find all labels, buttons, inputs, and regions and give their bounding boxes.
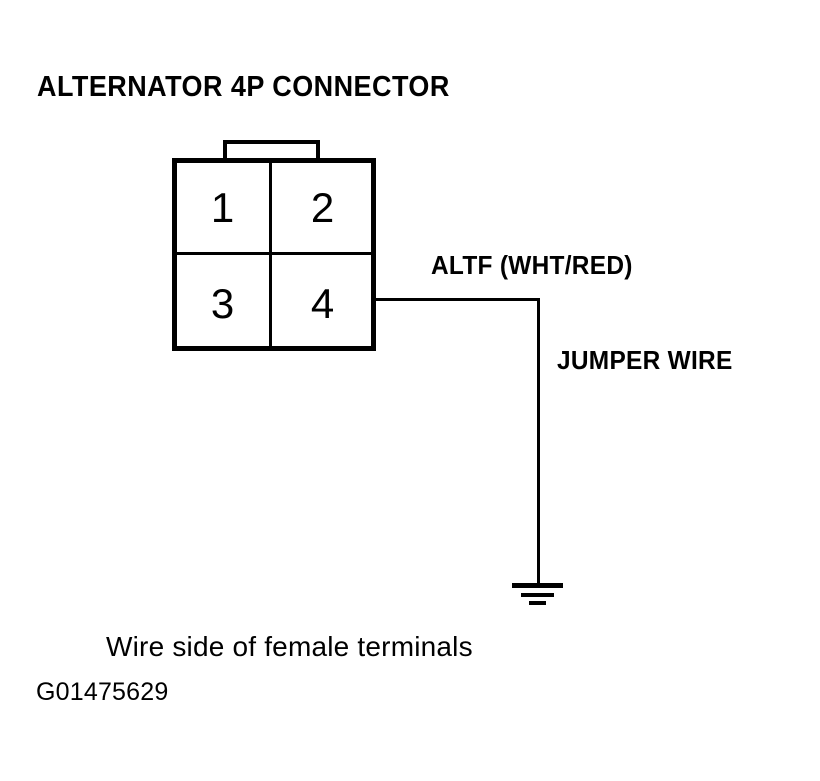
- wire-label-jumper: JUMPER WIRE: [557, 345, 733, 375]
- connector-pin-3: 3: [210, 279, 235, 327]
- view-note-caption: Wire side of female terminals: [106, 631, 473, 662]
- alternator-4p-connector: 1 2 3 4: [172, 140, 376, 351]
- wire-label-altf: ALTF (WHT/RED): [431, 250, 633, 280]
- connector-pin-2: 2: [310, 183, 335, 231]
- page-title: ALTERNATOR 4P CONNECTOR: [37, 71, 450, 103]
- ground-icon-bar-middle: [521, 593, 554, 597]
- connector-pin-1: 1: [210, 183, 235, 231]
- wire-segment-vertical: [537, 298, 540, 586]
- connector-locking-tab: [223, 140, 320, 159]
- figure-code-caption: G01475629: [36, 678, 169, 706]
- ground-icon-bar-top: [512, 583, 563, 588]
- connector-divider-horizontal: [172, 252, 376, 255]
- wire-segment-horizontal: [372, 298, 540, 301]
- connector-pin-4: 4: [310, 279, 335, 327]
- ground-icon-bar-bottom: [529, 601, 546, 605]
